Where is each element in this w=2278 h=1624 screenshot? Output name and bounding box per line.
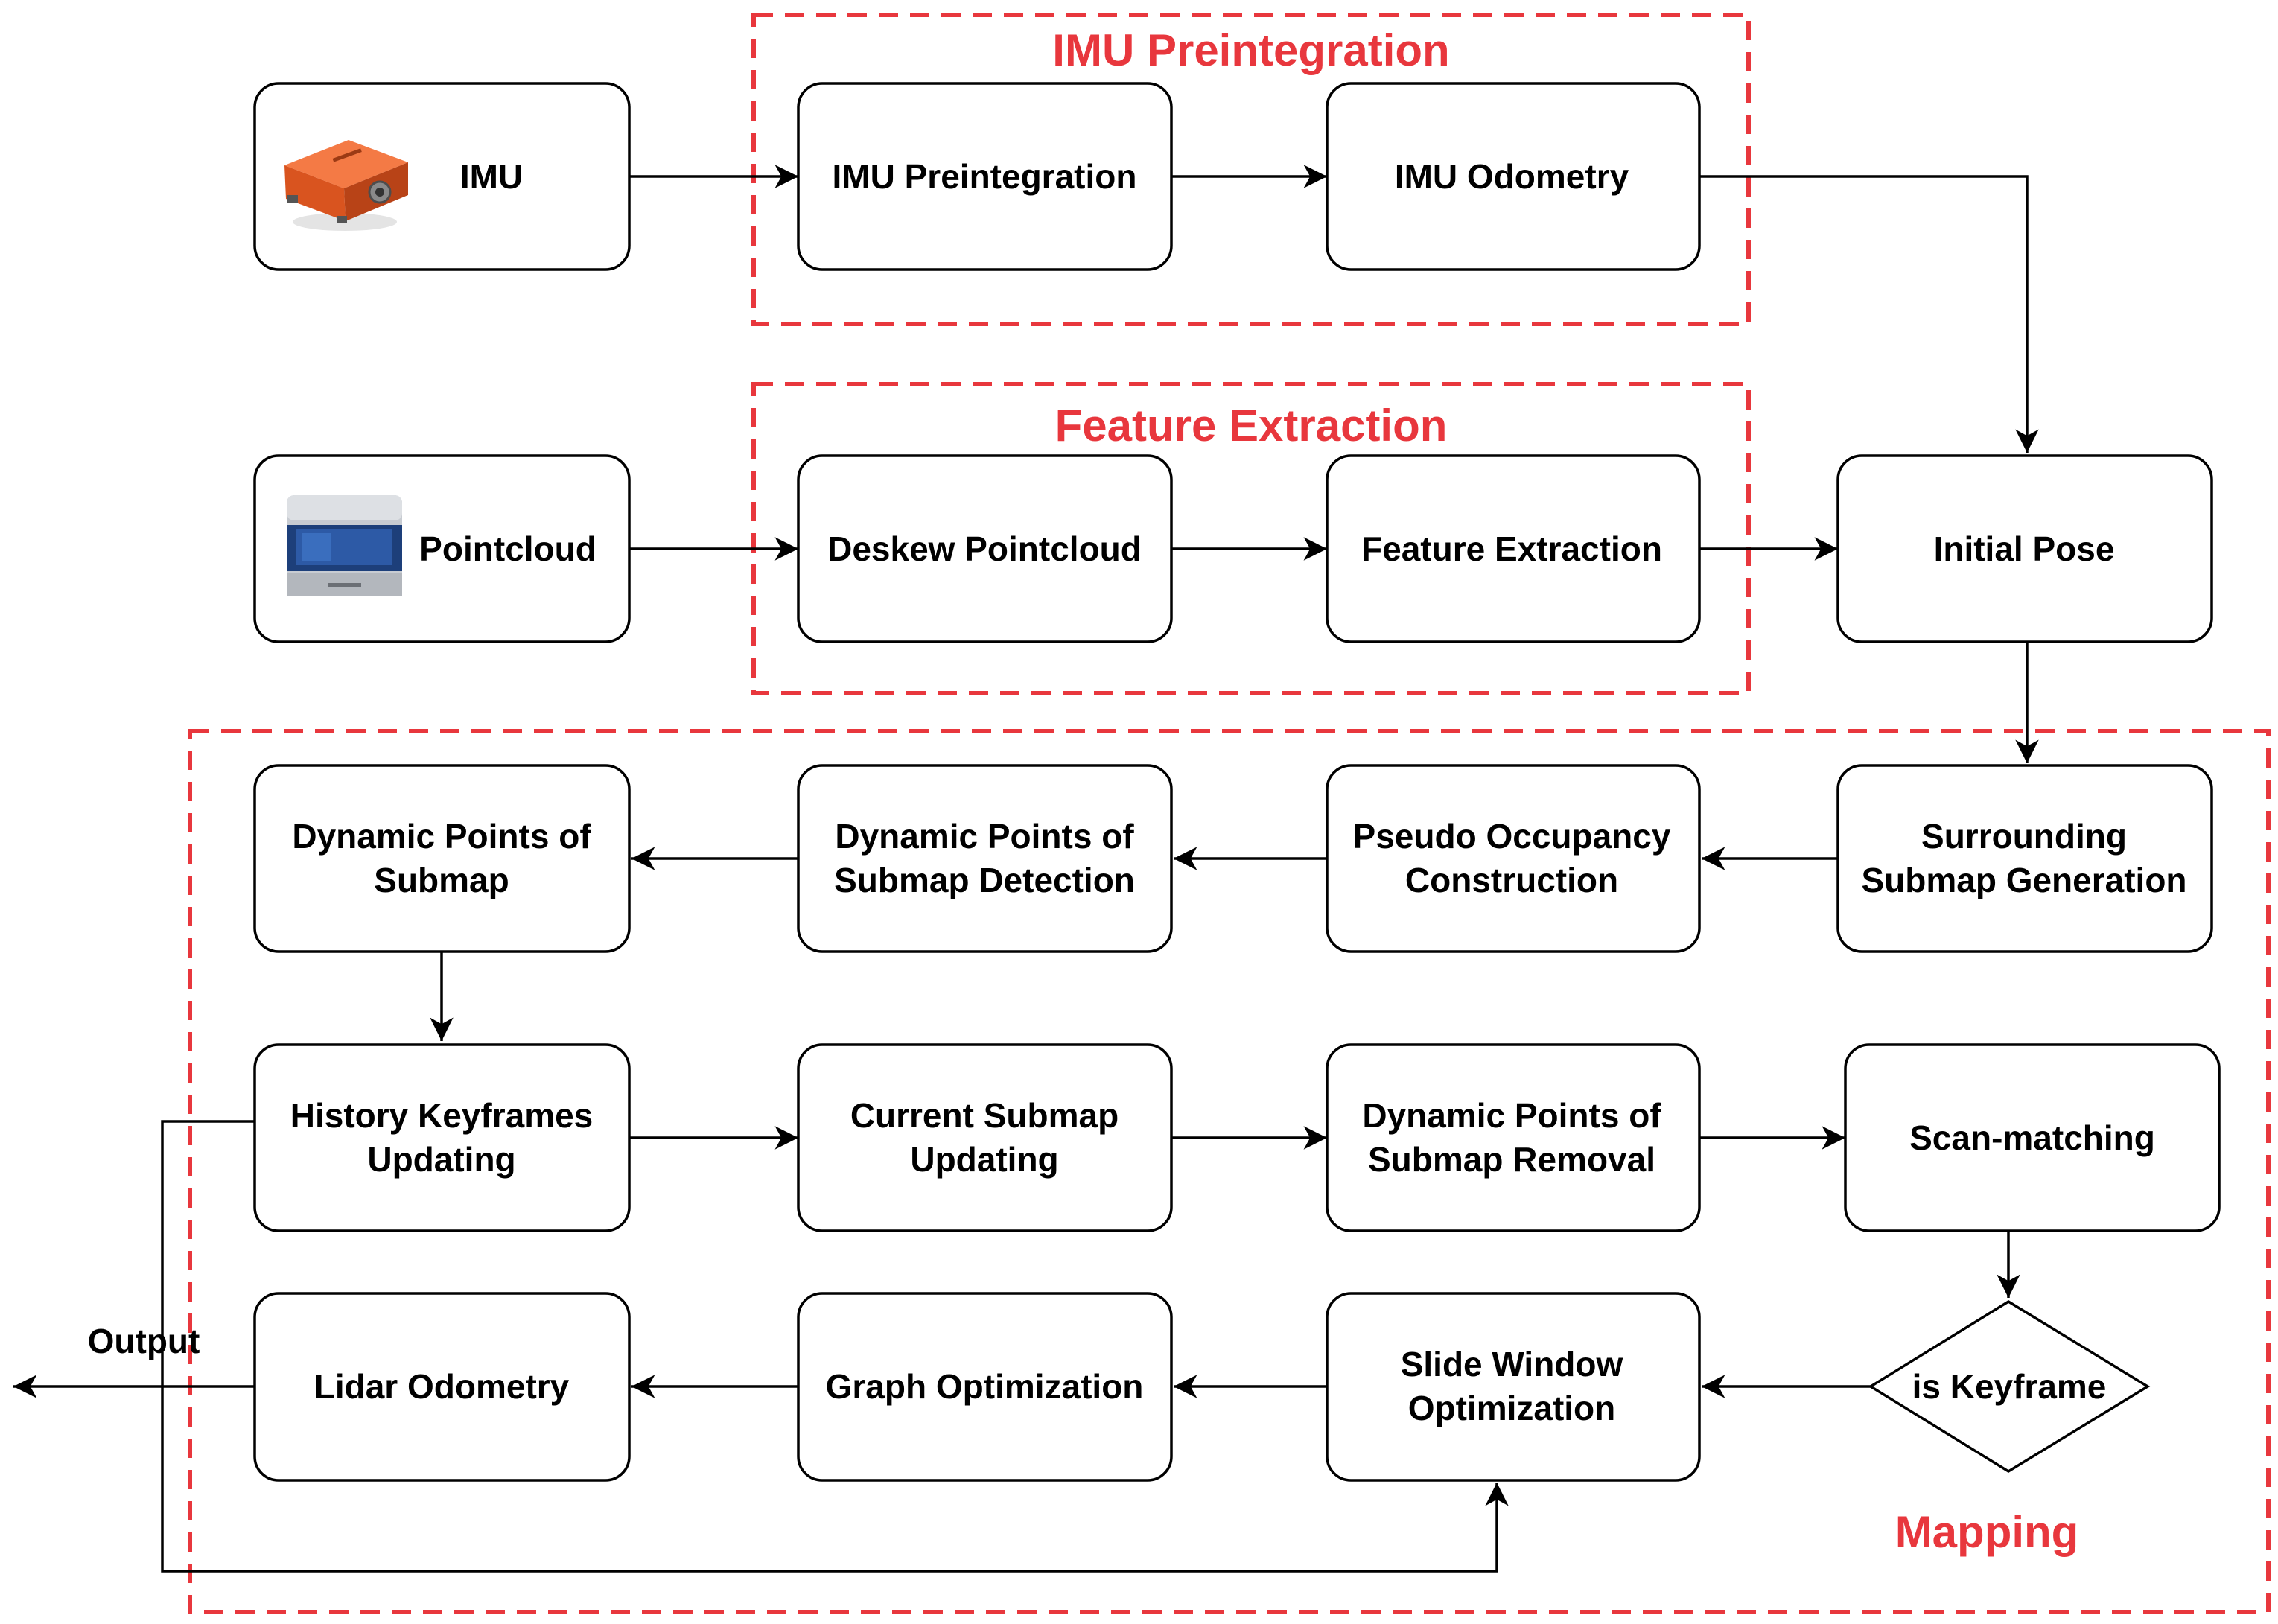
edge-label-output: Output — [88, 1322, 200, 1360]
node-surrounding-label-line-2: Submap Generation — [1861, 861, 2186, 899]
node-current-submap-updating: Current Submap Updating — [797, 1043, 1173, 1232]
node-initial-pose: Initial Pose — [1836, 454, 2213, 643]
node-scan-matching-label: Scan-matching — [1909, 1118, 2155, 1157]
node-surrounding-label-line-1: Surrounding — [1921, 817, 2127, 856]
node-deskew-pointcloud: Deskew Pointcloud — [797, 454, 1173, 643]
node-imu-preintegration: IMU Preintegration — [797, 82, 1173, 271]
node-imu-odometry-label: IMU Odometry — [1395, 157, 1629, 196]
node-feature-extraction-label: Feature Extraction — [1361, 529, 1662, 568]
node-imu-label: IMU — [460, 157, 523, 196]
node-detection-label-line-1: Dynamic Points of — [835, 817, 1134, 856]
edges: Output — [13, 165, 2039, 1573]
node-current-label-line-1: Current Submap — [850, 1096, 1119, 1135]
imu-sensor-icon — [284, 140, 408, 231]
node-is-keyframe: is Keyframe — [1868, 1299, 2151, 1474]
node-lidar-odometry-label: Lidar Odometry — [314, 1367, 570, 1406]
node-history-keyframes-updating: History Keyframes Updating — [253, 1043, 631, 1232]
node-dyn-submap-label-line-1: Dynamic Points of — [292, 817, 591, 856]
edge-odometry-to-initial-pose — [1699, 175, 2039, 453]
group-feature-extraction: Feature Extraction — [751, 382, 1751, 695]
node-dynamic-points-submap-detection: Dynamic Points of Submap Detection — [797, 764, 1173, 953]
node-scan-matching: Scan-matching — [1844, 1043, 2221, 1232]
node-slide-window-label-line-1: Slide Window — [1401, 1345, 1623, 1383]
node-dyn-submap-label-line-2: Submap — [374, 861, 509, 899]
node-removal-label-line-1: Dynamic Points of — [1362, 1096, 1661, 1135]
node-pseudo-label-line-2: Construction — [1405, 861, 1618, 899]
node-history-label-line-2: Updating — [367, 1140, 515, 1179]
node-removal-label-line-2: Submap Removal — [1368, 1140, 1655, 1179]
node-pseudo-label-line-1: Pseudo Occupancy — [1353, 817, 1671, 856]
group-label-mapping: Mapping — [1895, 1507, 2079, 1557]
node-slide-window-label-line-2: Optimization — [1408, 1389, 1616, 1427]
node-detection-label-line-2: Submap Detection — [834, 861, 1135, 899]
node-feature-extraction: Feature Extraction — [1326, 454, 1701, 643]
node-surrounding-submap-generation: Surrounding Submap Generation — [1836, 764, 2213, 953]
node-pointcloud-label: Pointcloud — [419, 529, 596, 568]
node-current-label-line-2: Updating — [910, 1140, 1058, 1179]
group-label-feature-extraction: Feature Extraction — [1055, 401, 1448, 450]
node-initial-pose-label: Initial Pose — [1934, 529, 2115, 568]
node-pseudo-occupancy-construction: Pseudo Occupancy Construction — [1326, 764, 1701, 953]
node-lidar-odometry: Lidar Odometry — [253, 1292, 631, 1482]
node-dynamic-points-submap-removal: Dynamic Points of Submap Removal — [1326, 1043, 1701, 1232]
node-imu: IMU — [253, 82, 631, 271]
node-dynamic-points-of-submap: Dynamic Points of Submap — [253, 764, 631, 953]
group-mapping: Mapping — [188, 729, 2271, 1614]
node-history-label-line-1: History Keyframes — [290, 1096, 594, 1135]
lidar-sensor-icon — [287, 495, 402, 596]
group-imu-preintegration: IMU Preintegration — [751, 13, 1751, 326]
node-is-keyframe-label: is Keyframe — [1912, 1367, 2107, 1406]
edge-history-to-slide-window — [161, 1120, 1509, 1573]
node-graph-optimization-label: Graph Optimization — [826, 1367, 1144, 1406]
node-pointcloud: Pointcloud — [253, 454, 631, 643]
node-imu-odometry: IMU Odometry — [1326, 82, 1701, 271]
node-imu-preintegration-label: IMU Preintegration — [833, 157, 1137, 196]
node-graph-optimization: Graph Optimization — [797, 1292, 1173, 1482]
node-deskew-pointcloud-label: Deskew Pointcloud — [827, 529, 1142, 568]
group-label-imu-preintegration: IMU Preintegration — [1052, 25, 1449, 75]
node-slide-window-optimization: Slide Window Optimization — [1326, 1292, 1701, 1482]
